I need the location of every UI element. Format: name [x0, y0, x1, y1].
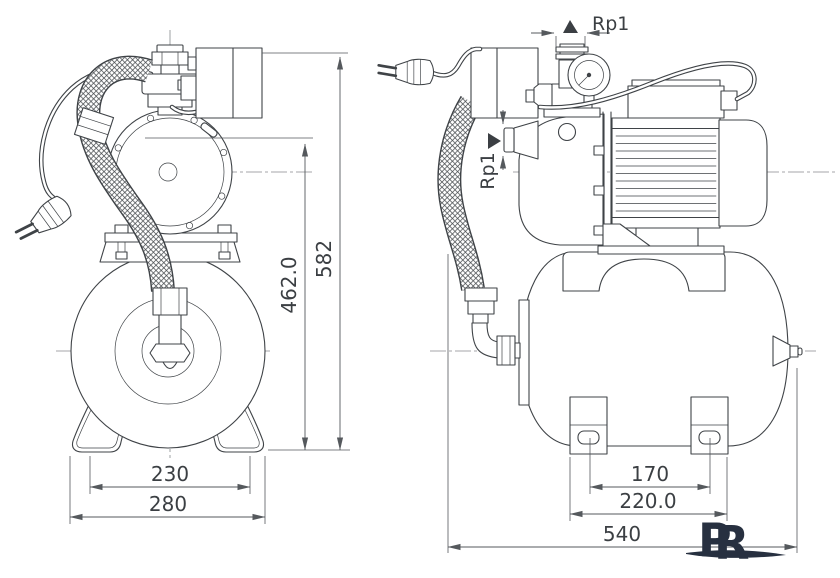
dim-suction-port-label: Rp1 — [477, 152, 499, 189]
tank-side — [518, 251, 803, 455]
base-plate — [597, 245, 725, 255]
power-cable-side — [427, 46, 483, 78]
pressure-switch-front — [187, 47, 263, 119]
power-plug-front — [14, 195, 72, 240]
dim-top-port-label: Rp1 — [592, 13, 629, 35]
dim-height-to-plug-label: 462.0 — [277, 256, 301, 313]
side-dimensions: Rp1 Rp1 170 220.0 540 — [447, 13, 798, 553]
cable-gland — [720, 90, 738, 111]
tank-port-front — [149, 287, 191, 370]
dim-foot-spacing-front-label: 230 — [151, 462, 189, 486]
dim-foot-spacing-side-label: 170 — [631, 462, 669, 486]
suction-cone — [513, 120, 539, 160]
motor-fins — [615, 135, 717, 212]
dim-foot-outer-label: 220.0 — [619, 489, 676, 513]
logo-letter-p: P — [698, 513, 732, 567]
dim-suction-port: Rp1 — [477, 110, 507, 190]
tank-foot-right — [690, 396, 729, 455]
brand-logo: P R — [686, 513, 786, 570]
logo-swoosh — [686, 550, 786, 558]
stem-hex-nut — [149, 343, 191, 363]
front-dimensions: 462.0 582 230 280 — [69, 52, 350, 524]
dim-overall-width-label: 280 — [149, 492, 187, 516]
dim-top-port: Rp1 — [531, 13, 629, 47]
sight-tab — [200, 122, 218, 138]
drain-plug — [557, 122, 577, 142]
logo-letter-r: R — [714, 516, 749, 570]
pressure-switch-side — [470, 47, 539, 119]
air-valve — [772, 335, 803, 367]
dim-overall-length-label: 540 — [603, 522, 641, 546]
motor-cable — [537, 61, 757, 110]
pump-bracket-front — [99, 224, 241, 263]
terminal-box — [627, 85, 725, 119]
side-view: Rp1 Rp1 170 220.0 540 — [377, 13, 836, 553]
power-plug-side — [377, 58, 435, 86]
tank-saddle — [562, 251, 726, 292]
front-view: 462.0 582 230 280 — [14, 30, 350, 524]
motor — [597, 79, 768, 255]
tank-shell-side — [520, 251, 789, 447]
elbow-fitting — [464, 287, 521, 366]
hose-coupling — [73, 107, 115, 145]
fan-cover — [718, 119, 768, 227]
suction-opening — [503, 127, 515, 153]
hose-side — [437, 95, 485, 291]
hose-front — [73, 55, 175, 292]
flow-marker-suction — [488, 133, 501, 149]
flow-marker-top — [563, 20, 578, 33]
tank-foot-left — [569, 396, 608, 455]
dim-overall-height-label: 582 — [312, 240, 336, 278]
pump-casing-side — [518, 113, 605, 246]
pump-side — [503, 79, 768, 255]
inlet-fittings-front — [141, 44, 199, 116]
